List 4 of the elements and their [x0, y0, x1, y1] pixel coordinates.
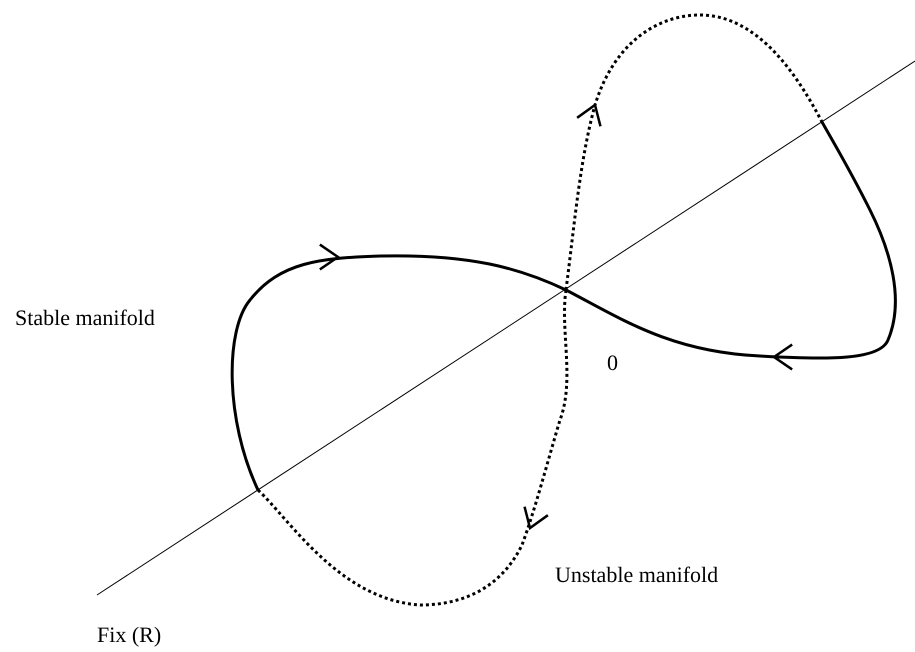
curve-label: Unstable manifold	[555, 562, 718, 588]
point-label: 0	[607, 350, 618, 376]
line-label: Fix (R)	[97, 622, 162, 648]
curve-label: Stable manifold	[15, 305, 155, 332]
